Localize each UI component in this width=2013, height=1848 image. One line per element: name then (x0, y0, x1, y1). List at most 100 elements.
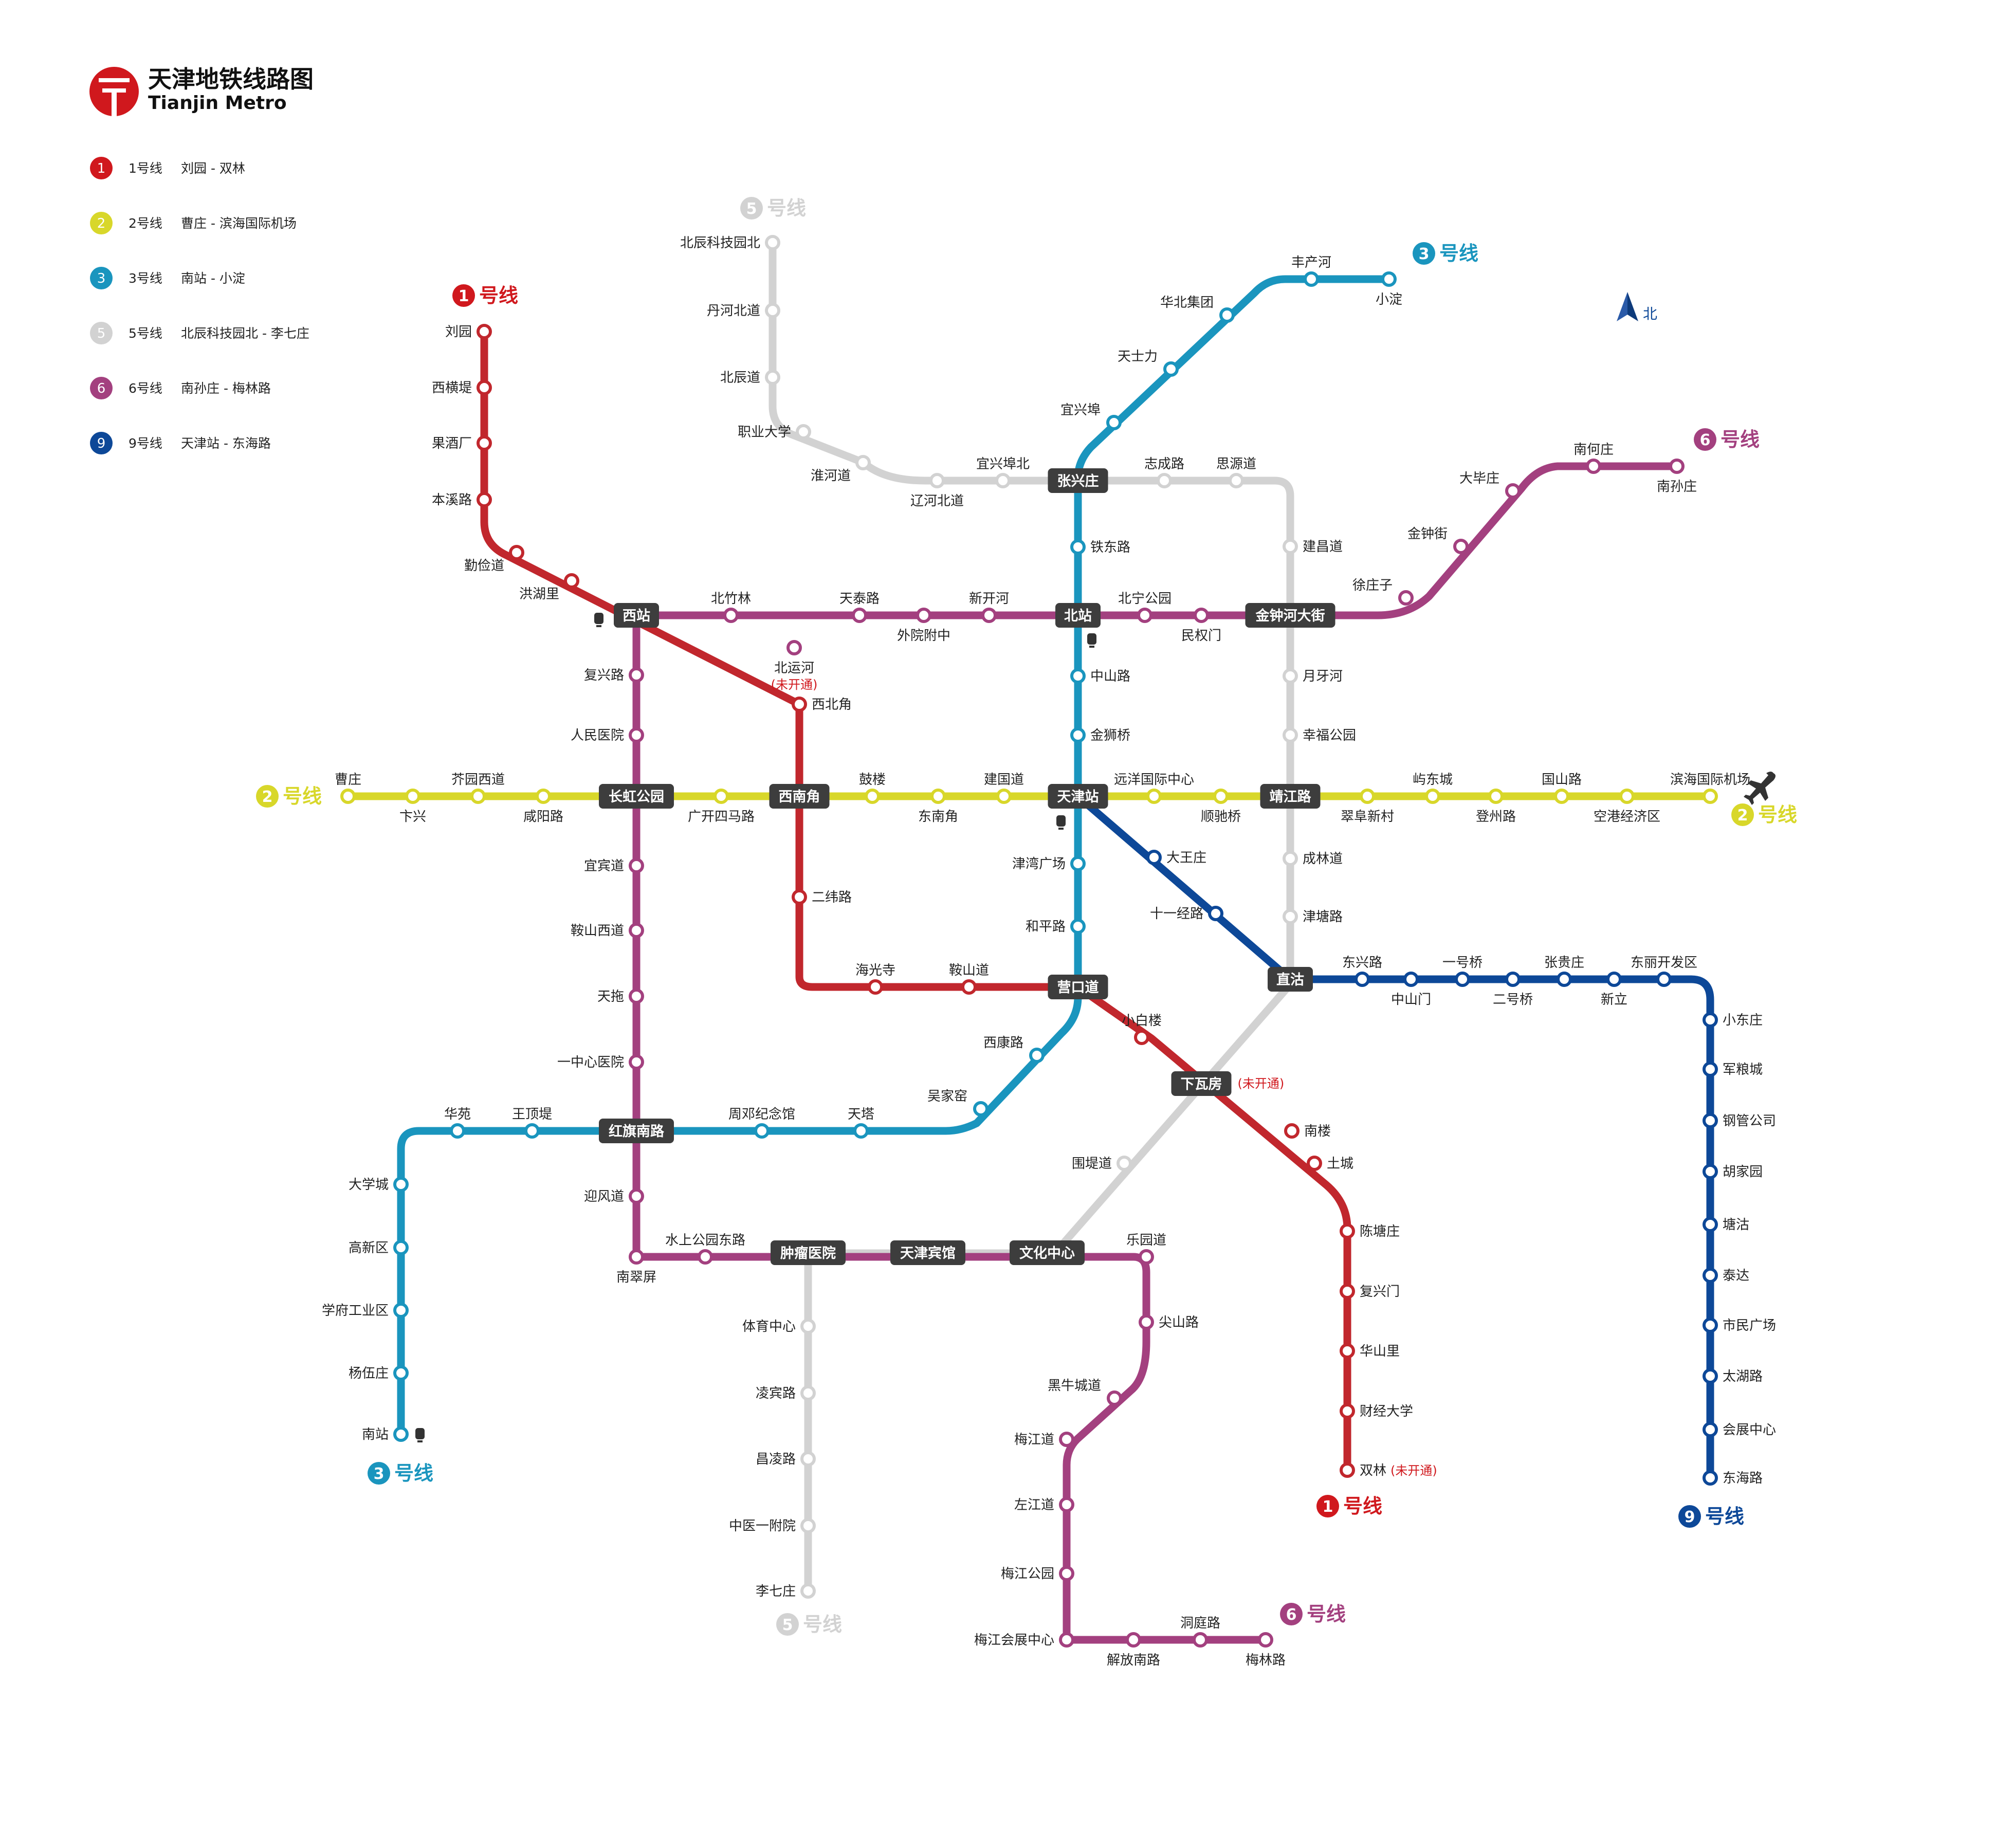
interchange-station[interactable]: 红旗南路 (599, 1119, 674, 1143)
line6-station[interactable]: 北竹林 (711, 591, 751, 623)
station-dot[interactable] (765, 235, 780, 250)
line9-station[interactable]: 泰达 (1703, 1268, 1749, 1284)
line5-station[interactable]: 建昌道 (1283, 539, 1343, 555)
station-dot[interactable] (524, 1123, 540, 1139)
station-dot[interactable] (1656, 972, 1672, 987)
line1-station[interactable]: 鞍山道 (949, 963, 989, 995)
line6-station[interactable]: 迎风道 (584, 1188, 644, 1204)
interchange-box[interactable] (771, 1240, 846, 1265)
station-dot[interactable] (1283, 539, 1298, 554)
station-dot[interactable] (1586, 459, 1601, 474)
interchange-station[interactable]: 西站 (614, 603, 659, 628)
interchange-station[interactable]: 北站 (1055, 603, 1101, 628)
line3-station[interactable]: 铁东路 (1070, 539, 1130, 555)
station-dot[interactable] (1398, 590, 1414, 606)
station-dot[interactable] (477, 324, 492, 339)
interchange-station[interactable]: 文化中心 (1010, 1240, 1085, 1265)
line9-station[interactable]: 东兴路 (1342, 955, 1382, 987)
station-dot[interactable] (713, 789, 729, 804)
station-dot[interactable] (930, 789, 946, 804)
line2-station[interactable]: 滨海国际机场 (1670, 772, 1750, 804)
line9-station[interactable]: 二号桥 (1493, 972, 1533, 1008)
line3-station[interactable]: 西康路 (983, 1035, 1045, 1063)
interchange-box[interactable] (1171, 1071, 1232, 1096)
interchange-box[interactable] (1055, 603, 1101, 628)
station-dot[interactable] (929, 473, 945, 488)
station-dot[interactable] (1284, 1123, 1300, 1139)
line6-station[interactable]: 复兴路 (584, 667, 644, 683)
station-dot[interactable] (1283, 727, 1298, 743)
line1-station[interactable]: 西北角 (792, 697, 852, 712)
line5-station[interactable]: 体育中心 (742, 1319, 816, 1334)
interchange-box[interactable] (769, 784, 830, 809)
line3-station[interactable]: 王顶堤 (512, 1107, 552, 1139)
station-dot[interactable] (800, 1583, 816, 1599)
line6-station[interactable]: 南孙庄 (1657, 459, 1697, 495)
line5-station[interactable]: 北辰科技园北 (680, 235, 780, 251)
station-dot[interactable] (754, 1123, 770, 1139)
station-dot[interactable] (792, 889, 807, 905)
station-dot[interactable] (470, 789, 486, 804)
line5-station[interactable]: 昌凌路 (756, 1451, 816, 1467)
station-dot[interactable] (800, 1385, 816, 1401)
station-dot[interactable] (800, 1451, 816, 1467)
line1-track[interactable] (480, 327, 1351, 1474)
line5-station[interactable]: 中医一附院 (729, 1518, 816, 1534)
station-dot[interactable] (1070, 919, 1086, 934)
station-dot[interactable] (800, 1319, 816, 1334)
line5-station[interactable]: 辽河北道 (910, 473, 964, 509)
line5-tag-top[interactable]: 5 号线 (740, 197, 806, 219)
station-dot[interactable] (855, 455, 871, 470)
line3-station[interactable]: 宜兴埠 (1060, 402, 1122, 430)
line3-station[interactable]: 金狮桥 (1070, 727, 1130, 743)
station-dot[interactable] (477, 435, 492, 451)
line1-station[interactable]: 财经大学 (1340, 1403, 1413, 1419)
station-dot[interactable] (1070, 856, 1086, 871)
line6-station[interactable]: 左江道 (1014, 1497, 1074, 1513)
station-dot[interactable] (629, 858, 644, 873)
station-dot[interactable] (916, 608, 931, 623)
station-dot[interactable] (1070, 668, 1086, 684)
line5-station[interactable]: 月牙河 (1283, 668, 1343, 684)
station-dot[interactable] (1059, 1497, 1074, 1512)
legend-item-line1[interactable]: 1 1号线 刘园 - 双林 (90, 157, 245, 179)
line6-station[interactable]: 梅江道 (1014, 1432, 1074, 1448)
line6-station[interactable]: 金钟街 (1407, 526, 1469, 554)
station-dot[interactable] (868, 979, 883, 995)
line9-station[interactable]: 太湖路 (1703, 1368, 1763, 1384)
station-dot[interactable] (1554, 789, 1569, 804)
line2-station[interactable]: 广开四马路 (688, 789, 755, 825)
line5-station[interactable]: 李七庄 (756, 1583, 816, 1599)
line2-station[interactable]: 咸阳路 (523, 789, 563, 825)
interchange-box[interactable] (1048, 975, 1108, 999)
station-dot[interactable] (1505, 483, 1521, 499)
line6-station[interactable]: 天拖 (597, 989, 644, 1004)
legend-item-line3[interactable]: 3 3号线 南站 - 小淀 (90, 267, 245, 289)
legend-item-line9[interactable]: 9 9号线 天津站 - 东海路 (90, 432, 271, 454)
station-dot[interactable] (1258, 1632, 1273, 1648)
line5-station[interactable]: 幸福公园 (1283, 727, 1356, 743)
station-dot[interactable] (1355, 972, 1370, 987)
station-dot[interactable] (1157, 473, 1172, 488)
line5-station[interactable]: 志成路 (1144, 456, 1184, 488)
line6-station[interactable]: 梅江会展中心 (974, 1632, 1074, 1648)
line5-station[interactable]: 北辰道 (720, 370, 780, 386)
station-dot[interactable] (1340, 1343, 1355, 1359)
line1-station[interactable]: 土城 (1307, 1156, 1353, 1172)
station-dot[interactable] (477, 380, 492, 395)
station-dot[interactable] (1106, 415, 1122, 430)
line2-station[interactable]: 东南角 (918, 789, 958, 825)
line3-station[interactable]: 华苑 (444, 1107, 471, 1139)
line2-station[interactable]: 芥园西道 (451, 772, 505, 804)
station-dot[interactable] (1619, 789, 1635, 804)
station-dot[interactable] (1703, 1164, 1718, 1179)
station-dot[interactable] (1208, 906, 1223, 921)
legend-item-line2[interactable]: 2 2号线 曹庄 - 滨海国际机场 (90, 212, 297, 234)
station-dot[interactable] (629, 989, 644, 1004)
line1-tag-bottom[interactable]: 1 号线 (1316, 1495, 1382, 1517)
line9-station[interactable]: 胡家园 (1703, 1164, 1763, 1180)
line6-station[interactable]: 北宁公园 (1118, 591, 1172, 623)
line9-station[interactable]: 张贵庄 (1544, 955, 1584, 987)
line2-station[interactable]: 国山路 (1542, 772, 1582, 804)
station-dot[interactable] (1703, 789, 1718, 804)
